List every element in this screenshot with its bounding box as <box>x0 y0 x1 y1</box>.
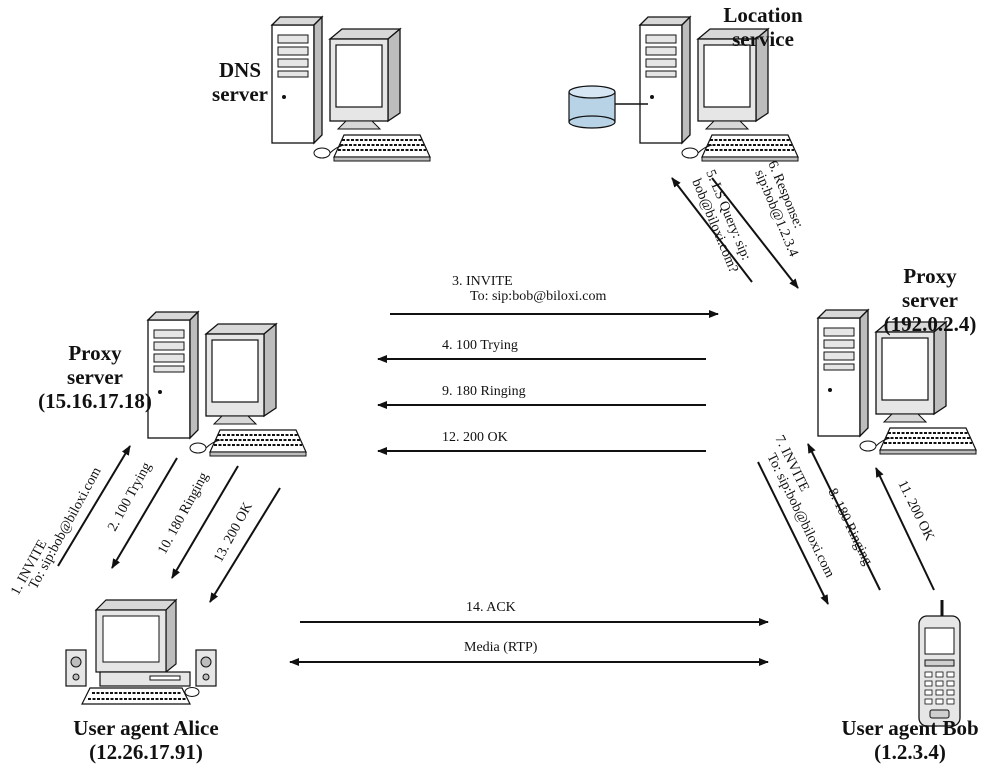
svg-text:Media (RTP): Media (RTP) <box>464 640 538 655</box>
dns-server-computer-icon <box>271 16 431 162</box>
svg-text:14. ACK: 14. ACK <box>466 600 516 615</box>
dns-server-label: DNS server <box>200 58 280 106</box>
svg-text:To: sip:bob@biloxi.com: To: sip:bob@biloxi.com <box>470 289 606 304</box>
bob-label: User agent Bob (1.2.3.4) <box>822 716 998 764</box>
alice-name: User agent Alice <box>73 716 219 740</box>
proxy-left-name-line2: server <box>67 365 123 389</box>
location-service-name-line1: Location <box>723 3 803 27</box>
proxy-server-left-computer-icon <box>147 311 307 457</box>
proxy-left-address: (15.16.17.18) <box>38 389 152 413</box>
location-service-name-line2: service <box>732 27 794 51</box>
proxy-right-name-line2: server <box>902 288 958 312</box>
message-5-ls-query: 5. LS Query: sip: bob@biloxi.com? <box>671 168 753 283</box>
bob-phone-icon <box>918 600 961 727</box>
message-13-200-ok: 13. 200 OK <box>209 487 281 603</box>
proxy-server-right-label: Proxy server (192.0.2.4) <box>862 264 998 336</box>
bob-name: User agent Bob <box>841 716 979 740</box>
proxy-right-name-line1: Proxy <box>903 264 957 288</box>
message-4-100-trying: 4. 100 Trying <box>377 338 706 363</box>
message-9-180-ringing: 9. 180 Ringing <box>377 384 706 409</box>
svg-text:8. 180 Ringing: 8. 180 Ringing <box>824 486 874 568</box>
alice-address: (12.26.17.91) <box>89 740 203 764</box>
proxy-server-left-label: Proxy server (15.16.17.18) <box>20 341 170 413</box>
bob-address: (1.2.3.4) <box>874 740 946 764</box>
svg-text:3. INVITE: 3. INVITE <box>452 274 513 289</box>
svg-text:4. 100 Trying: 4. 100 Trying <box>442 338 518 353</box>
message-14-ack: 14. ACK <box>300 600 769 626</box>
message-12-200-ok: 12. 200 OK <box>377 430 706 455</box>
database-icon <box>568 85 648 129</box>
message-11-200-ok: 11. 200 OK <box>875 467 937 591</box>
svg-text:2. 100 Trying: 2. 100 Trying <box>105 460 154 534</box>
svg-text:9. 180 Ringing: 9. 180 Ringing <box>442 384 526 399</box>
proxy-left-name-line1: Proxy <box>68 341 122 365</box>
proxy-right-address: (192.0.2.4) <box>883 312 977 336</box>
svg-text:12. 200 OK: 12. 200 OK <box>442 430 508 445</box>
alice-computer-icon <box>65 598 217 705</box>
dns-server-name-line2: server <box>212 82 268 106</box>
svg-text:11. 200 OK: 11. 200 OK <box>894 478 936 543</box>
svg-text:10. 180 Ringing: 10. 180 Ringing <box>155 470 211 557</box>
dns-server-name-line1: DNS <box>218 58 261 82</box>
message-3-invite: 3. INVITE To: sip:bob@biloxi.com <box>390 274 719 318</box>
svg-text:13. 200 OK: 13. 200 OK <box>211 500 256 565</box>
alice-label: User agent Alice (12.26.17.91) <box>48 716 244 764</box>
svg-text:To: sip:bob@biloxi.com: To: sip:bob@biloxi.com <box>26 465 104 592</box>
media-rtp: Media (RTP) <box>289 640 769 666</box>
message-7-invite: 7. INVITE To: sip:bob@biloxi.com <box>757 433 837 605</box>
location-service-label: Location service <box>708 3 818 51</box>
